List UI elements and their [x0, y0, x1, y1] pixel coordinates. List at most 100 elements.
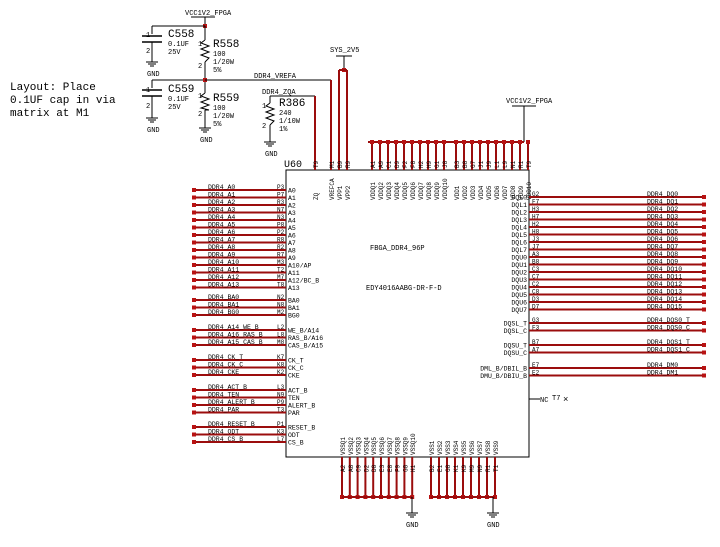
bottom-pin-name: VSS1 — [429, 440, 436, 455]
net-port — [702, 292, 706, 297]
net-port — [192, 305, 196, 310]
right-pin-name: DQU7 — [511, 307, 527, 314]
left-pin-number: N2 — [277, 294, 285, 301]
top-pin-number: B8 — [462, 160, 469, 168]
right-pin-name: DQL2 — [511, 210, 527, 217]
right-net-label: DDR4_DQS0_C — [647, 325, 690, 332]
right-net-label: DDR4_DQ9 — [647, 259, 678, 266]
net-port — [702, 366, 706, 370]
bottom-pin-name: VSS3 — [445, 440, 452, 455]
right-pin-name: DQL3 — [511, 217, 527, 224]
bottom-pin-number: G8 — [445, 464, 452, 472]
layout-note: Layout: Place 0.1UF cap in via matrix at… — [10, 82, 116, 120]
right-pin-number: H7 — [532, 214, 540, 221]
gnd-symbol-c559: GND — [146, 117, 160, 135]
left-pin-number: M8 — [277, 339, 285, 346]
left-net-label: DDR4_ODT — [208, 429, 239, 436]
left-net-label: DDR4_A8 — [208, 244, 235, 251]
bottom-pin-name: VSSQ1 — [340, 437, 347, 455]
net-port — [192, 240, 196, 245]
gnd-label-bottom: GND — [487, 522, 500, 530]
top-pin-name: VDD6 — [494, 185, 501, 200]
left-pin-number: K7 — [277, 354, 285, 361]
left-pin-number: P2 — [277, 229, 285, 236]
c558-value: 0.1UF — [168, 41, 189, 49]
right-pin-number: B7 — [532, 339, 540, 346]
top-pin-number: L9 — [502, 160, 509, 168]
right-pin-number: J7 — [532, 244, 540, 251]
net-port — [192, 203, 196, 207]
top-pin-number: G7 — [470, 160, 477, 168]
right-pin-name: DQL0 — [511, 195, 527, 202]
gnd-symbol-r386: GND — [264, 141, 278, 159]
top-pin-name: VREFCA — [329, 178, 336, 200]
net-port — [702, 307, 706, 312]
net-vrefa-label: DDR4_VREFA — [254, 73, 297, 81]
r558-val3: 5% — [213, 67, 222, 75]
bottom-pin-number: T1 — [493, 464, 500, 472]
right-pin-name: DMU_B/DBIU_B — [480, 373, 527, 380]
net-port — [192, 403, 196, 407]
vcc-right-label: VCC1V2_FPGA — [506, 98, 553, 106]
left-pin-number: P8 — [277, 222, 285, 229]
left-pin-name: RESET_B — [288, 425, 315, 432]
bottom-pin-number: C9 — [356, 464, 363, 472]
left-pin-name: A10/AP — [288, 263, 312, 270]
r559-val2: 1/20W — [213, 113, 235, 121]
net-zqa-label: DDR4_ZQA — [262, 89, 296, 97]
net-port — [192, 373, 196, 377]
left-net-label: DDR4_A10 — [208, 259, 239, 266]
left-net-label: DDR4_BA0 — [208, 294, 239, 301]
bottom-pin-name: VSSQ9 — [402, 437, 409, 455]
top-pin-name: VDDQ3 — [386, 182, 393, 200]
top-pin-name: VDDQ10 — [442, 178, 449, 200]
r558-pin2: 2 — [198, 63, 202, 71]
c558-voltage: 25V — [168, 49, 181, 57]
top-pin-name: VDD8 — [510, 185, 517, 200]
left-net-label: DDR4_PAR — [208, 407, 239, 414]
left-pin-name: A9 — [288, 255, 296, 262]
right-pin-name: DQSU_T — [504, 343, 528, 350]
bottom-pin-number: A8 — [348, 464, 355, 472]
sys-2v5-power: SYS_2V5 — [330, 47, 359, 160]
left-net-label: DDR4_A2 — [208, 199, 235, 206]
right-net-label: DDR4_DQ11 — [647, 274, 682, 281]
left-net-label: DDR4_CS_B — [208, 436, 243, 443]
left-pin-name: CK_T — [288, 358, 304, 365]
net-port — [702, 285, 706, 289]
left-pin-name: BA0 — [288, 298, 300, 305]
left-net-label: DDR4_A3 — [208, 207, 235, 214]
left-pin-name: A7 — [288, 240, 296, 247]
right-pin-name: DQSL_C — [504, 328, 528, 335]
net-port — [192, 278, 196, 282]
left-net-label: DDR4_CK_C — [208, 362, 243, 369]
left-pin-number: L7 — [277, 436, 285, 443]
vcc-right-power: VCC1V2_FPGA — [368, 98, 553, 143]
top-pin-number: H9 — [426, 160, 433, 168]
top-pin-number: A9 — [378, 160, 385, 168]
left-pin-number: R8 — [277, 237, 285, 244]
top-pin-number: F8 — [410, 160, 417, 168]
r559-ref: R559 — [213, 93, 239, 105]
right-net-label: DDR4_DQ7 — [647, 244, 678, 251]
bottom-pin-number: R1 — [485, 464, 492, 472]
vcc-top-label: VCC1V2_FPGA — [185, 10, 232, 18]
left-pin-name: A13 — [288, 285, 300, 292]
